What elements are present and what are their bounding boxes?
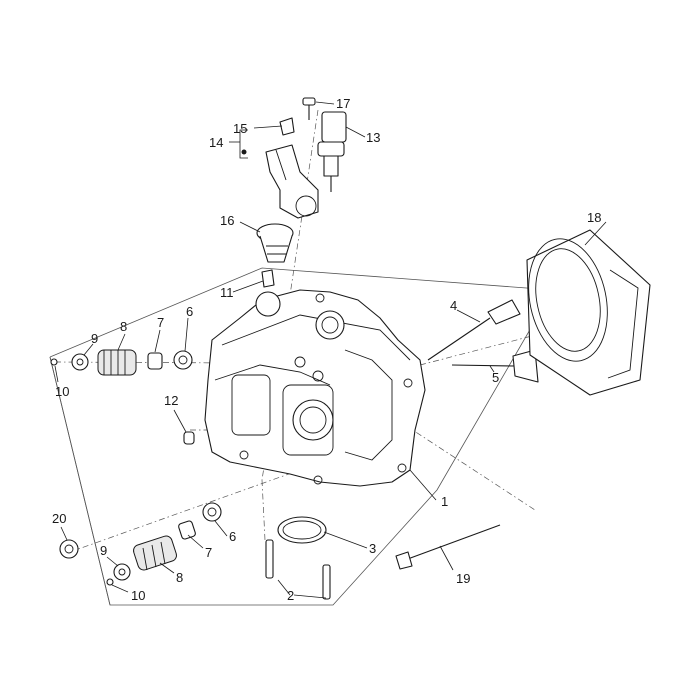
callout-6-top: 6	[186, 304, 193, 319]
callout-8-top: 8	[120, 319, 127, 334]
thermostat-housing	[265, 144, 319, 219]
callout-11: 11	[220, 285, 234, 300]
callout-9-top: 9	[91, 331, 98, 346]
callout-19: 19	[456, 571, 470, 586]
temperature-sensor	[317, 111, 347, 192]
callout-13: 13	[366, 130, 380, 145]
callout-16: 16	[220, 213, 234, 228]
cylinder-head	[204, 289, 426, 487]
assembly-frame	[49, 267, 554, 606]
lower-valve-train	[59, 502, 222, 586]
callout-5: 5	[492, 370, 499, 385]
nozzle	[261, 269, 275, 288]
callout-10-top: 10	[55, 384, 69, 399]
callout-20: 20	[52, 511, 66, 526]
callout-17: 17	[336, 96, 350, 111]
callout-7-bottom: 7	[205, 545, 212, 560]
head-gasket	[526, 229, 651, 396]
bolt-17	[302, 97, 316, 120]
valve-upper	[427, 299, 521, 361]
callout-9-bottom: 9	[100, 543, 107, 558]
stud-bolt	[395, 524, 501, 570]
callout-1: 1	[441, 494, 448, 509]
callout-7-top: 7	[157, 315, 164, 330]
callout-15: 15	[233, 121, 247, 136]
plug	[183, 431, 195, 445]
callout-12: 12	[164, 393, 178, 408]
dowel-pins	[265, 539, 331, 600]
callout-10-bottom: 10	[131, 588, 145, 603]
upper-valve-train	[50, 349, 193, 376]
screw-15	[279, 117, 295, 136]
callouts: 1 2 3 4 5 6 6 7 7 8 8 9 9 10 10 11 12 13…	[52, 96, 601, 603]
callout-14: 14	[209, 135, 223, 150]
callout-18: 18	[587, 210, 601, 225]
callout-3: 3	[369, 541, 376, 556]
callout-bracket-14	[229, 129, 248, 159]
leader-lines	[54, 101, 607, 599]
callout-8-bottom: 8	[176, 570, 183, 585]
o-ring	[277, 516, 327, 544]
callout-4: 4	[450, 298, 457, 313]
callout-6-bottom: 6	[229, 529, 236, 544]
valve-lower	[451, 349, 539, 383]
callout-2: 2	[287, 588, 294, 603]
thermostat	[256, 223, 294, 263]
